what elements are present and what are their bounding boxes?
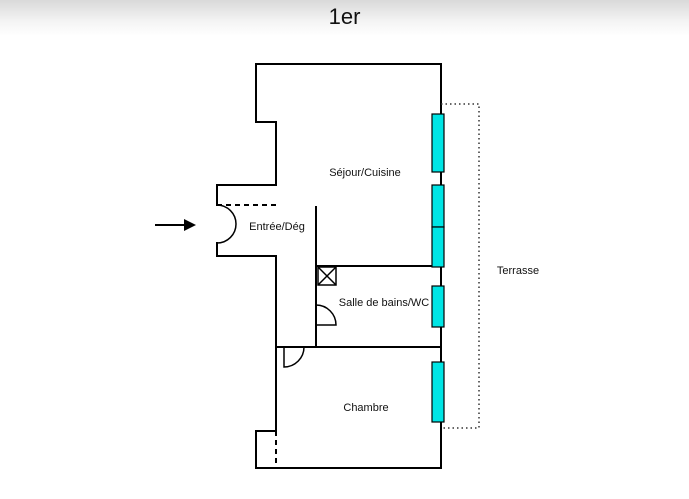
entrance-arrow-icon (155, 219, 196, 231)
door-swing-icon (315, 304, 337, 326)
label-salle-de-bains: Salle de bains/WC (339, 297, 430, 309)
window (431, 226, 445, 268)
door-swing-icon (283, 346, 305, 368)
label-entree: Entrée/Dég (249, 221, 305, 233)
page-title: 1er (328, 4, 361, 29)
door-swing-icon (216, 204, 237, 244)
label-chambre: Chambre (343, 402, 388, 414)
window (431, 285, 445, 328)
label-terrasse: Terrasse (497, 265, 539, 277)
terrace-outline (441, 103, 480, 429)
window (431, 184, 445, 228)
title-bar (0, 0, 689, 36)
shower-cross-icon (317, 266, 337, 286)
window (431, 113, 445, 173)
label-sejour-cuisine: Séjour/Cuisine (329, 167, 401, 179)
window (431, 361, 445, 423)
